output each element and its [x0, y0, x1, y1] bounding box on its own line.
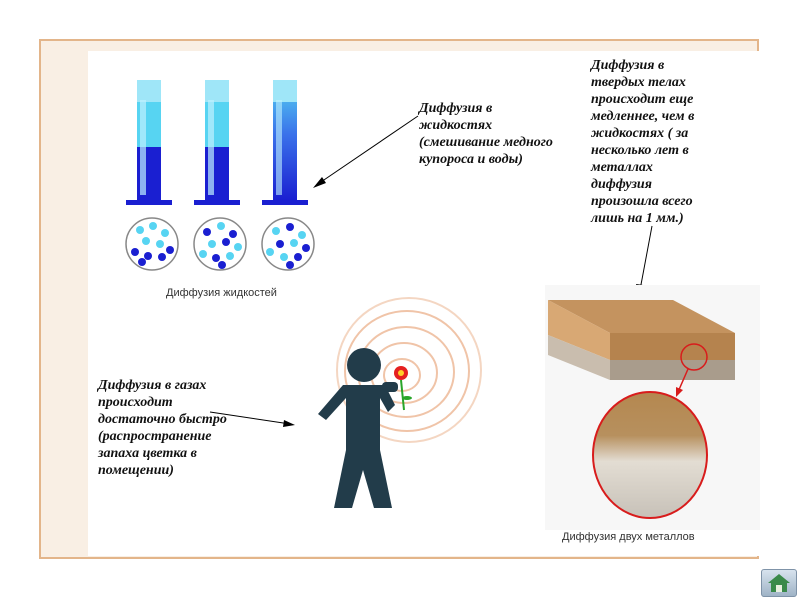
label-gases: Диффузия в газах происходит достаточно б…: [98, 378, 227, 478]
molecules-circle-3: [261, 217, 315, 271]
arrow-gases: [209, 411, 295, 427]
molecules-circle-1: [125, 217, 179, 271]
person-figure: [318, 348, 398, 508]
home-button[interactable]: [761, 569, 797, 597]
diffusion-magnified-circle: [592, 391, 708, 519]
arrow-liquids: [313, 115, 419, 188]
molecules-circle-2: [193, 217, 247, 271]
home-icon: [768, 574, 790, 592]
label-solids: Диффузия в твердых телах происходит еще …: [591, 58, 695, 226]
caption-liquids: Диффузия жидкостей: [166, 287, 277, 299]
arrow-solids: [636, 225, 653, 295]
test-tube-3: [262, 80, 308, 205]
test-tube-2: [194, 80, 240, 205]
flower-icon: [394, 366, 412, 411]
test-tube-1: [126, 80, 172, 205]
label-liquids: Диффузия в жидкостях (смешивание медного…: [419, 101, 553, 167]
caption-metals: Диффузия двух металлов: [562, 531, 695, 543]
